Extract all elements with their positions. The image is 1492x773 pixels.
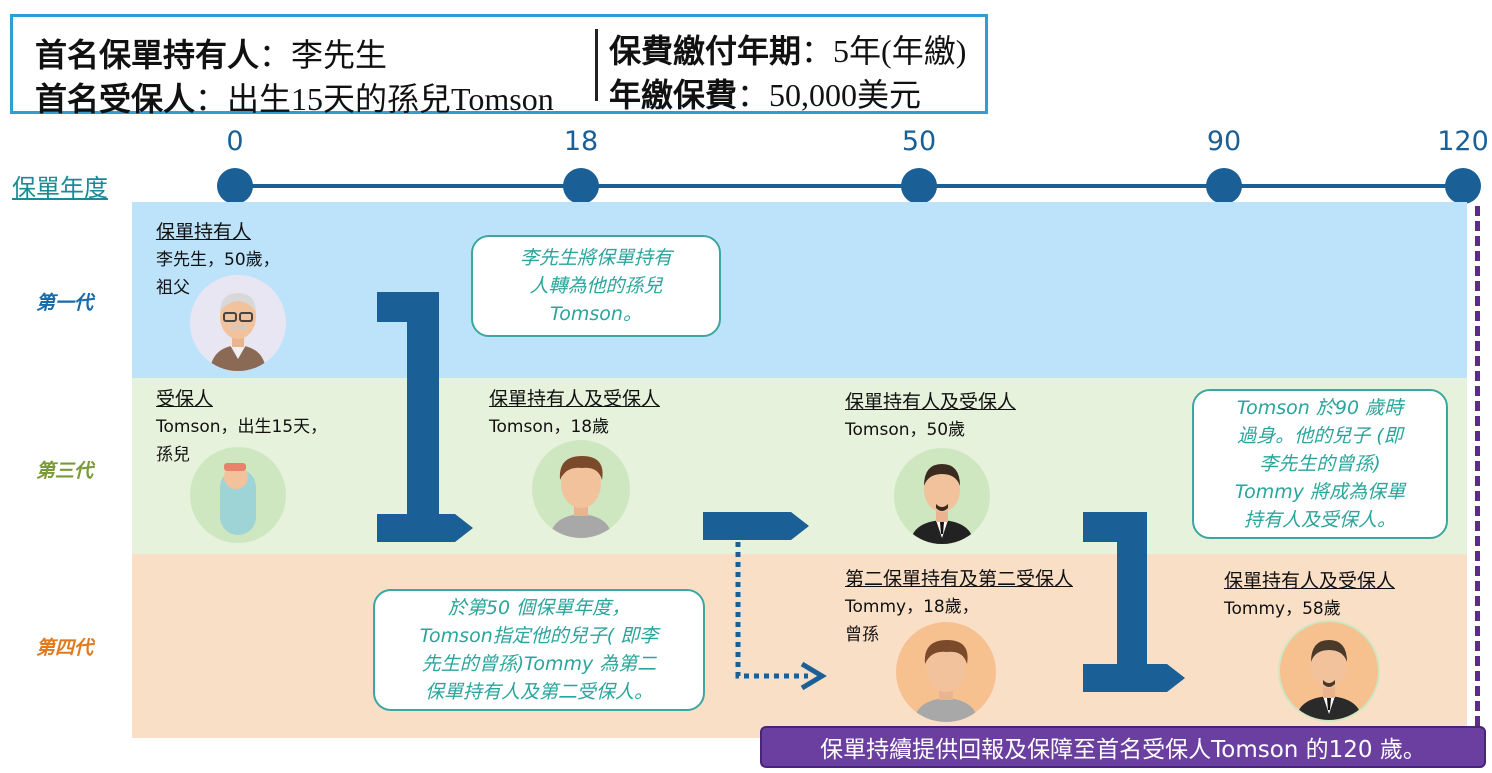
succession-arrow xyxy=(1083,512,1185,692)
first-policyholder-label: 首名保單持有人 xyxy=(35,36,260,74)
tommy-58-role: 保單持有人及受保人 xyxy=(1224,570,1396,592)
payment-term-label: 保費繳付年期 xyxy=(609,32,802,70)
generation-label-fourth: 第四代 xyxy=(36,637,94,659)
grandfather-role: 保單持有人 xyxy=(156,221,252,243)
young-man-icon xyxy=(914,640,978,722)
band-first-generation xyxy=(132,202,1467,378)
transfer-callout: 李先生將保單持有 人轉為他的孫兒 Tomson。 xyxy=(471,235,721,337)
payment-term-row: 保費繳付年期：5年(年繳) xyxy=(609,29,966,73)
tick-label-18: 18 xyxy=(563,126,599,157)
tomson-18-role: 保單持有人及受保人 xyxy=(489,388,661,410)
tick-label-90: 90 xyxy=(1206,126,1242,157)
transfer-callout-text: 李先生將保單持有 人轉為他的孫兒 Tomson。 xyxy=(520,244,672,328)
businessman-icon xyxy=(1296,640,1362,720)
policy-summary-box: 首名保單持有人：李先生 首名受保人：出生15天的孫兒Tomson 保費繳付年期：… xyxy=(10,14,988,118)
timeline-marker-90 xyxy=(1206,168,1242,204)
designation-callout-text: 於第50 個保單年度， Tomson指定他的兒子( 即李 先生的曾孫)Tommy… xyxy=(420,594,658,706)
tick-label-50: 50 xyxy=(901,126,937,157)
grandfather-detail: 李先生，50歲， xyxy=(156,250,280,270)
first-insured-value: 出生15天的孫兒Tomson xyxy=(227,81,554,117)
succession-callout-line: Tomson 於90 歲時 xyxy=(1236,397,1404,419)
tomson-50-role: 保單持有人及受保人 xyxy=(845,391,1017,413)
policy-year-axis-label: 保單年度 xyxy=(12,174,108,202)
designation-callout-line: 於第50 個保單年度， xyxy=(447,597,631,619)
tick-label-120: 120 xyxy=(1437,126,1489,157)
succession-callout: Tomson 於90 歲時 過身。他的兒子 (即 李先生的曾孫) Tommy 將… xyxy=(1192,389,1448,539)
policy-summary-left: 首名保單持有人：李先生 首名受保人：出生15天的孫兒Tomson xyxy=(35,33,554,121)
timeline-marker-0 xyxy=(217,168,253,204)
separator: ： xyxy=(737,77,770,113)
separator: ： xyxy=(801,33,834,69)
tomson-50-info: 保單持有人及受保人 Tomson，50歲 xyxy=(845,388,1016,444)
grandfather-info: 保單持有人 李先生，50歲， 祖父 xyxy=(156,218,280,302)
first-policyholder-row: 首名保單持有人：李先生 xyxy=(35,33,554,77)
summary-divider xyxy=(595,29,598,101)
tomson-18-avatar xyxy=(532,440,630,538)
transfer-callout-line: 人轉為他的孫兒 xyxy=(529,275,663,297)
tommy-58-detail: Tommy，58歲 xyxy=(1224,599,1341,619)
succession-callout-text: Tomson 於90 歲時 過身。他的兒子 (即 李先生的曾孫) Tommy 將… xyxy=(1235,394,1405,534)
first-insured-row: 首名受保人：出生15天的孫兒Tomson xyxy=(35,77,554,121)
tick-label-0: 0 xyxy=(226,126,244,157)
designation-dotted-arrow xyxy=(735,542,808,679)
policy-summary-right: 保費繳付年期：5年(年繳) 年繳保費：50,000美元 xyxy=(609,29,966,117)
grandfather-avatar xyxy=(190,275,286,371)
tommy-58-avatar xyxy=(1278,620,1380,722)
generation-label-first: 第一代 xyxy=(36,292,94,314)
designation-callout-line: 先生的曾孫)Tommy 為第二 xyxy=(421,653,657,675)
annual-premium-value: 50,000美元 xyxy=(769,77,922,113)
tomson-18-info: 保單持有人及受保人 Tomson，18歲 xyxy=(489,385,660,441)
tommy-18-avatar xyxy=(896,622,996,722)
transfer-arrow xyxy=(377,292,473,542)
timeline-marker-120 xyxy=(1445,168,1481,204)
policy-end-dashed-line xyxy=(1475,206,1480,726)
annual-premium-row: 年繳保費：50,000美元 xyxy=(609,73,966,117)
tomson-50-avatar xyxy=(894,448,990,544)
businessman-icon xyxy=(910,464,974,544)
tomson-18-detail: Tomson，18歲 xyxy=(489,417,610,437)
baby-detail: Tomson，出生15天， xyxy=(156,417,328,437)
grandfather-relation: 祖父 xyxy=(156,278,190,298)
separator: ： xyxy=(259,37,292,73)
baby-role: 受保人 xyxy=(156,388,214,410)
grandfather-icon xyxy=(210,293,266,371)
timeline-marker-50 xyxy=(901,168,937,204)
generation-label-third: 第三代 xyxy=(36,460,94,482)
baby-icon xyxy=(220,463,256,535)
baby-relation: 孫兒 xyxy=(156,445,190,465)
baby-info: 受保人 Tomson，出生15天， 孫兒 xyxy=(156,385,327,469)
succession-callout-line: Tommy 將成為保單 xyxy=(1234,481,1406,503)
succession-callout-line: 李先生的曾孫) xyxy=(1259,453,1381,475)
young-man-icon xyxy=(550,456,612,538)
annual-premium-label: 年繳保費 xyxy=(609,76,738,114)
designation-callout-line: 保單持有人及第二受保人。 xyxy=(424,681,653,703)
succession-callout-line: 持有人及受保人。 xyxy=(1243,509,1396,531)
baby-avatar xyxy=(190,447,286,543)
tommy-18-role: 第二保單持有及第二受保人 xyxy=(845,568,1074,590)
designation-callout: 於第50 個保單年度， Tomson指定他的兒子( 即李 先生的曾孫)Tommy… xyxy=(373,589,705,711)
designation-arrowhead xyxy=(800,661,827,691)
tommy-18-detail: Tommy，18歲， xyxy=(845,597,979,617)
tomson-50-detail: Tomson，50歲 xyxy=(845,420,966,440)
tommy-18-relation: 曾孫 xyxy=(845,625,879,645)
first-insured-label: 首名受保人 xyxy=(35,80,196,118)
band-fourth-generation xyxy=(132,554,1467,738)
separator: ： xyxy=(195,81,228,117)
succession-callout-line: 過身。他的兒子 (即 xyxy=(1237,425,1403,447)
tommy-58-info: 保單持有人及受保人 Tommy，58歲 xyxy=(1224,567,1395,623)
transfer-callout-line: Tomson。 xyxy=(550,303,642,325)
designation-callout-line: Tomson指定他的兒子( 即李 xyxy=(419,625,659,647)
transfer-callout-line: 李先生將保單持有 xyxy=(519,247,672,269)
payment-term-value: 5年(年繳) xyxy=(833,33,967,69)
timeline-marker-18 xyxy=(563,168,599,204)
tommy-18-info: 第二保單持有及第二受保人 Tommy，18歲， 曾孫 xyxy=(845,565,1073,649)
timeline-axis xyxy=(235,184,1465,188)
first-policyholder-value: 李先生 xyxy=(291,37,388,73)
continue-arrow-third-gen xyxy=(703,512,809,540)
coverage-banner: 保單持續提供回報及保障至首名受保人Tomson 的120 歲。 xyxy=(760,726,1486,768)
